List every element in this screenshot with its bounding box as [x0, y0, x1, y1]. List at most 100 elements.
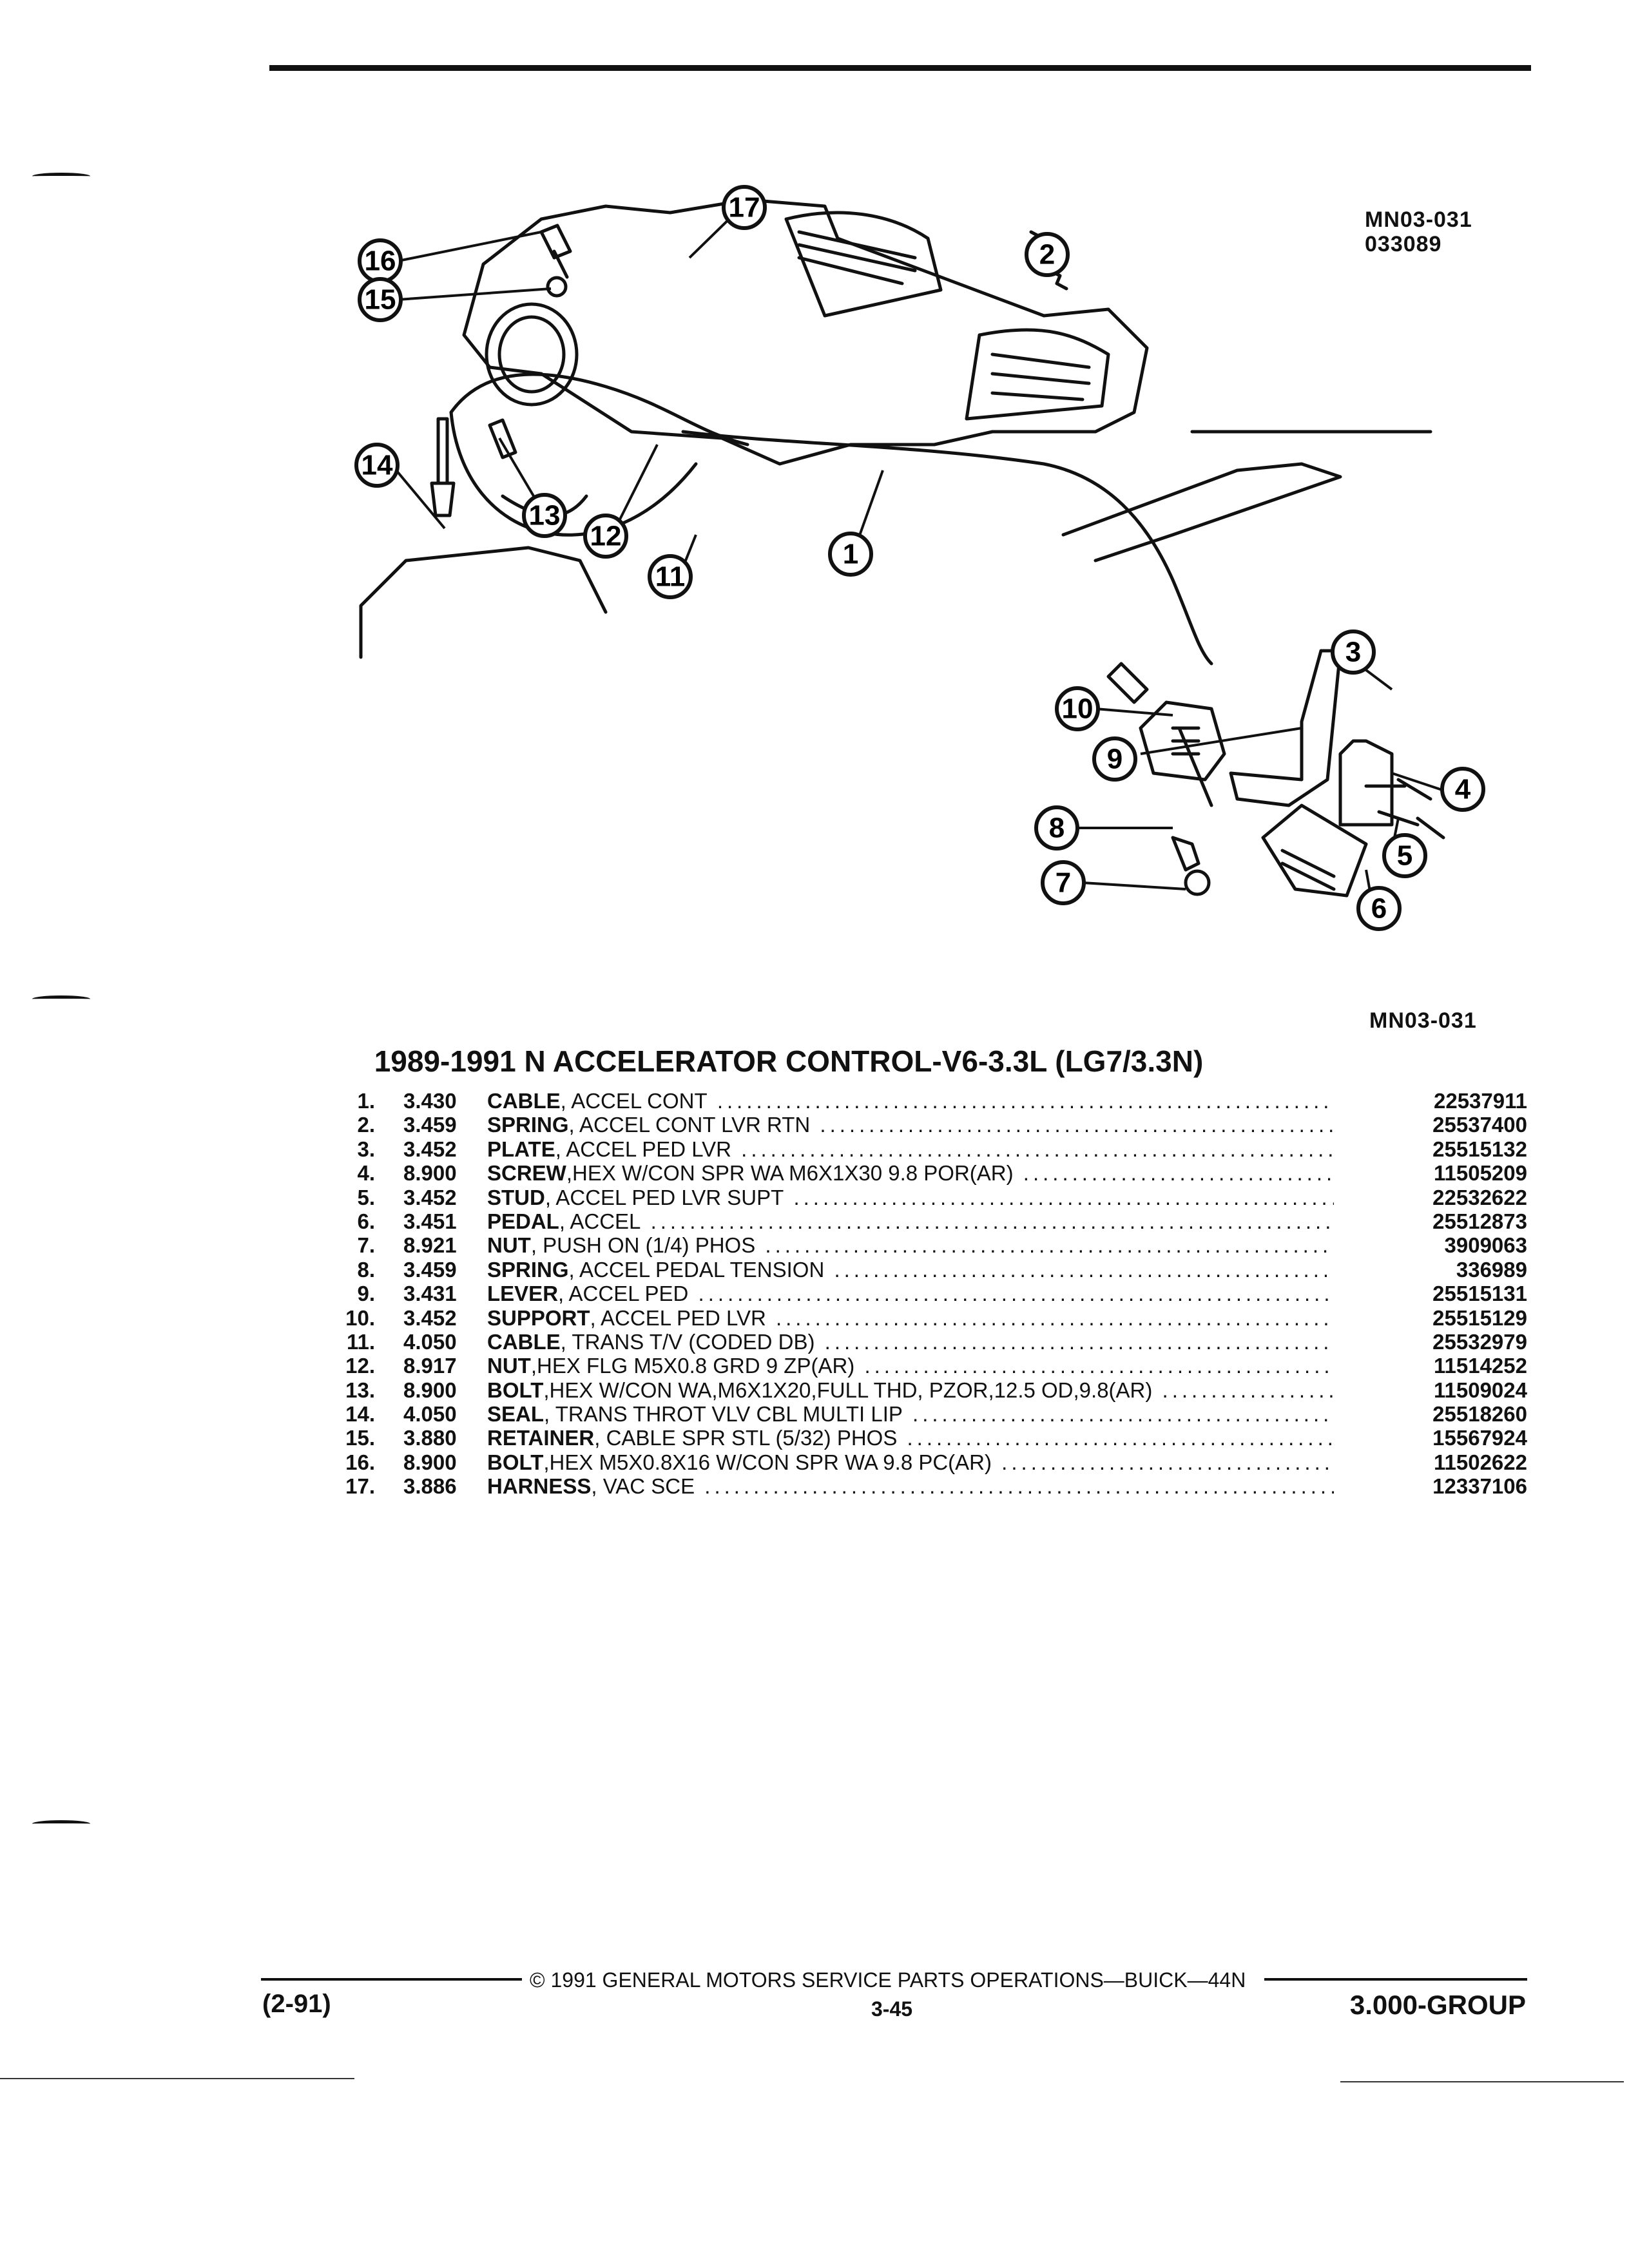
part-number: 25515129 — [1432, 1305, 1527, 1330]
part-group-code: 3.459 — [403, 1113, 457, 1137]
part-description: BOLT,HEX M5X0.8X16 W/CON SPR WA 9.8 PC(A… — [487, 1450, 1334, 1475]
part-detail: , TRANS T/V (CODED DB) — [560, 1329, 815, 1354]
callout-15: 15 — [358, 277, 403, 322]
part-row: 4. 8.900 SCREW,HEX W/CON SPR WA M6X1X30 9.… — [335, 1161, 1527, 1185]
part-description: BOLT,HEX W/CON WA,M6X1X20,FULL THD, PZOR… — [487, 1378, 1334, 1403]
part-detail: ,HEX W/CON SPR WA M6X1X30 9.8 POR(AR) — [566, 1161, 1014, 1186]
part-group-code: 8.917 — [403, 1354, 457, 1378]
bottom-rule-right — [1340, 2081, 1624, 2082]
part-number: 15567924 — [1432, 1426, 1527, 1450]
part-name: BOLT — [487, 1450, 544, 1474]
callout-14: 14 — [354, 443, 400, 488]
part-detail: ,HEX FLG M5X0.8 GRD 9 ZP(AR) — [530, 1354, 855, 1378]
leader-dots: ........................................… — [834, 1257, 1334, 1282]
part-number: 11514252 — [1433, 1354, 1527, 1378]
part-group-code: 8.900 — [403, 1161, 457, 1186]
svg-text:17: 17 — [729, 192, 760, 224]
leader-dots: ........................................… — [704, 1474, 1334, 1499]
page-number: 3-45 — [871, 1997, 913, 2021]
part-group-code: 3.452 — [403, 1137, 457, 1161]
svg-text:14: 14 — [361, 450, 393, 481]
part-number: 22537911 — [1433, 1089, 1527, 1113]
callout-6: 6 — [1356, 886, 1402, 931]
part-number: 25515131 — [1432, 1282, 1527, 1306]
part-name: CABLE — [487, 1089, 561, 1113]
copyright-text: © 1991 GENERAL MOTORS SERVICE PARTS OPER… — [530, 1968, 1246, 1992]
part-detail: ,HEX W/CON WA,M6X1X20,FULL THD, PZOR,12.… — [543, 1378, 1153, 1402]
part-detail: , PUSH ON (1/4) PHOS — [530, 1233, 756, 1258]
part-detail: , ACCEL CONT — [560, 1089, 708, 1113]
svg-text:4: 4 — [1455, 774, 1471, 805]
svg-text:9: 9 — [1107, 744, 1123, 775]
part-number: 11502622 — [1433, 1450, 1527, 1474]
part-name: LEVER — [487, 1282, 559, 1306]
callout-10: 10 — [1055, 686, 1100, 731]
bottom-rule-left — [0, 2078, 354, 2079]
part-number: 25515132 — [1432, 1137, 1527, 1161]
part-group-code: 4.050 — [403, 1329, 457, 1354]
callout-13: 13 — [522, 493, 567, 538]
part-index: 9. — [357, 1282, 375, 1306]
callout-8: 8 — [1034, 805, 1079, 850]
part-group-code: 3.452 — [403, 1305, 457, 1330]
part-number: 11505209 — [1433, 1161, 1527, 1186]
callout-3: 3 — [1331, 629, 1376, 675]
footer-rule-left — [261, 1978, 522, 1981]
part-detail: , VAC SCE — [591, 1474, 695, 1499]
callout-11: 11 — [648, 554, 693, 599]
part-index: 4. — [357, 1161, 375, 1186]
part-index: 16. — [345, 1450, 375, 1474]
leader-dots: ........................................… — [765, 1233, 1334, 1258]
svg-text:6: 6 — [1371, 893, 1387, 925]
leader-dots: ........................................… — [820, 1113, 1334, 1137]
svg-text:16: 16 — [365, 245, 396, 277]
part-name: BOLT — [487, 1378, 544, 1402]
part-number: 25512873 — [1432, 1209, 1527, 1233]
leader-dots: ........................................… — [1023, 1161, 1334, 1186]
part-number: 12337106 — [1432, 1474, 1527, 1499]
part-group-code: 3.886 — [403, 1474, 457, 1499]
part-name: RETAINER — [487, 1426, 595, 1450]
callout-12: 12 — [583, 514, 628, 559]
part-index: 6. — [357, 1209, 375, 1233]
part-number: 25532979 — [1432, 1329, 1527, 1354]
part-index: 14. — [345, 1402, 375, 1427]
leader-dots: ........................................… — [1162, 1378, 1334, 1402]
part-name: CABLE — [487, 1329, 561, 1354]
part-detail: , ACCEL PEDAL TENSION — [568, 1257, 825, 1282]
callout-16: 16 — [358, 238, 403, 284]
leader-dots: ........................................… — [907, 1426, 1335, 1450]
leader-dots: ........................................… — [650, 1209, 1334, 1233]
revision-date: (2-91) — [262, 1990, 331, 2018]
leader-dots: ........................................… — [793, 1185, 1334, 1209]
part-group-code: 3.451 — [403, 1209, 457, 1233]
leader-dots: ........................................… — [741, 1137, 1334, 1161]
part-detail: , ACCEL PED LVR SUPT — [545, 1185, 784, 1209]
group-label: 3.000-GROUP — [1349, 1990, 1526, 2020]
part-group-code: 3.880 — [403, 1426, 457, 1450]
part-group-code: 3.452 — [403, 1185, 457, 1209]
part-number: 11509024 — [1433, 1378, 1527, 1402]
part-description: STUD, ACCEL PED LVR SUPT ...............… — [487, 1186, 1334, 1210]
part-number: 25518260 — [1432, 1402, 1527, 1427]
part-detail: , ACCEL PED LVR — [590, 1305, 766, 1330]
part-description: HARNESS, VAC SCE .......................… — [487, 1474, 1334, 1499]
part-name: PEDAL — [487, 1209, 559, 1233]
part-description: NUT,HEX FLG M5X0.8 GRD 9 ZP(AR) ........… — [487, 1354, 1334, 1378]
part-number: 25537400 — [1432, 1113, 1527, 1137]
part-index: 5. — [357, 1185, 375, 1209]
part-row: 17. 3.886 HARNESS, VAC SCE ...............… — [335, 1474, 1527, 1498]
drawing-date-code: 033089 — [1365, 232, 1442, 256]
part-index: 17. — [345, 1474, 375, 1499]
svg-text:3: 3 — [1345, 637, 1361, 668]
part-name: SEAL — [487, 1402, 545, 1427]
part-description: SCREW,HEX W/CON SPR WA M6X1X30 9.8 POR(A… — [487, 1161, 1334, 1186]
part-name: NUT — [487, 1233, 531, 1258]
part-group-code: 8.921 — [403, 1233, 457, 1258]
